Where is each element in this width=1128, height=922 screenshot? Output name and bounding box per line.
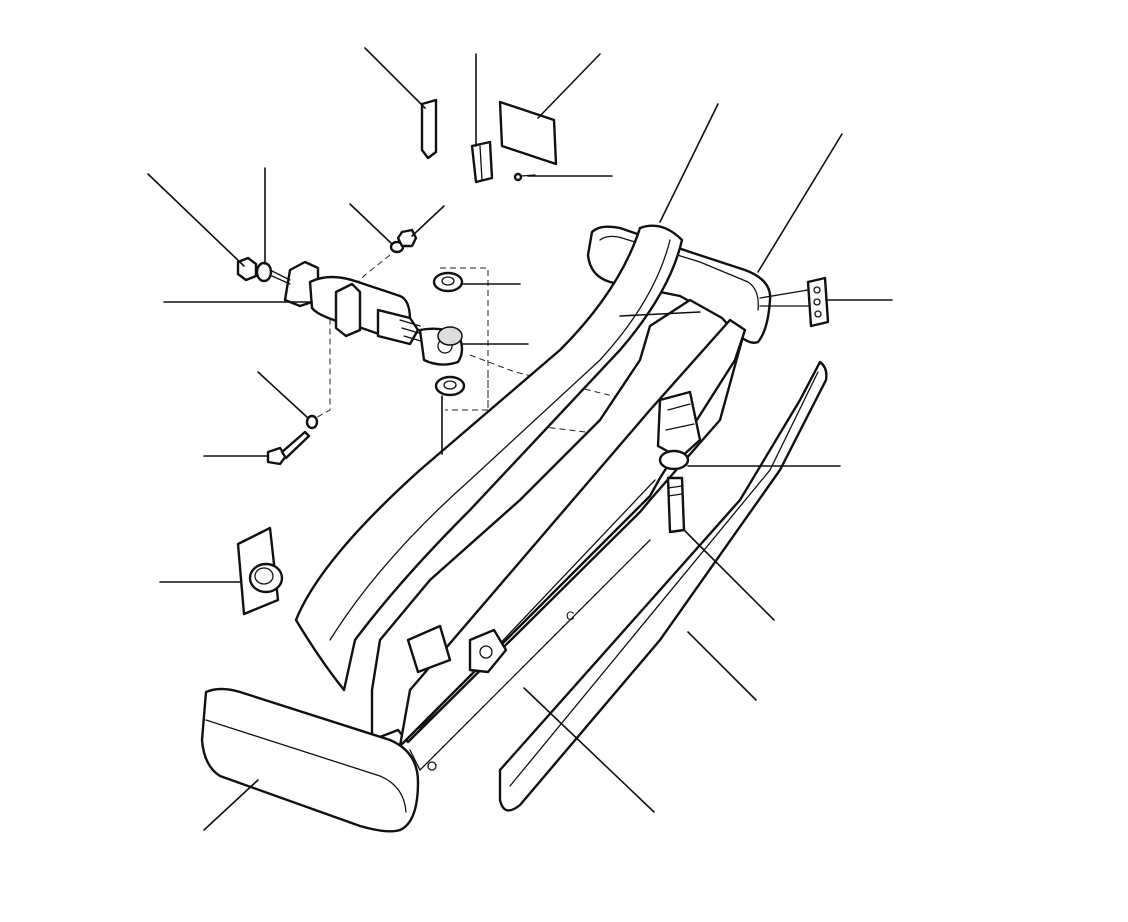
- leader-top-capping: [659, 103, 719, 223]
- lower-rubbing-strip: [498, 360, 828, 812]
- mounting-plate: [806, 276, 830, 328]
- rubber-bush: [437, 326, 463, 346]
- leader-nut-upper: [411, 205, 445, 237]
- top-capping: [294, 224, 684, 692]
- bolt: [266, 430, 311, 466]
- washer: [255, 261, 291, 285]
- spacer-lower: [434, 375, 466, 397]
- number-plate: [498, 100, 558, 166]
- clamp-washer: [658, 449, 690, 471]
- leader-number-plate: [537, 53, 601, 119]
- clip: [470, 140, 494, 184]
- stud: [666, 476, 686, 534]
- blade-fitting: [406, 624, 508, 674]
- leader-stud: [683, 529, 775, 621]
- leader-end-cap-right: [757, 133, 843, 273]
- bracket-strip: [420, 98, 438, 160]
- leader-lines: [147, 47, 893, 831]
- leader-nut: [147, 173, 245, 267]
- nut-pair: [389, 228, 418, 254]
- nut: [236, 256, 258, 282]
- leader-end-cap-left: [203, 779, 259, 831]
- leader-capping-inner: [619, 311, 701, 317]
- leader-rubbing-strip: [687, 631, 757, 701]
- bumper-bracket: [656, 390, 702, 460]
- spacer-upper: [432, 271, 464, 293]
- leader-bumper-blade: [523, 687, 655, 813]
- grommet: [236, 526, 284, 616]
- leader-nut-lower: [349, 203, 393, 245]
- spring-washer: [305, 414, 319, 430]
- end-cap-left: [200, 687, 437, 833]
- stamp-letter: C: [566, 609, 575, 623]
- plate-screw: [513, 172, 536, 182]
- leader-spring-washer: [257, 371, 309, 419]
- leader-bracket-strip: [364, 47, 426, 109]
